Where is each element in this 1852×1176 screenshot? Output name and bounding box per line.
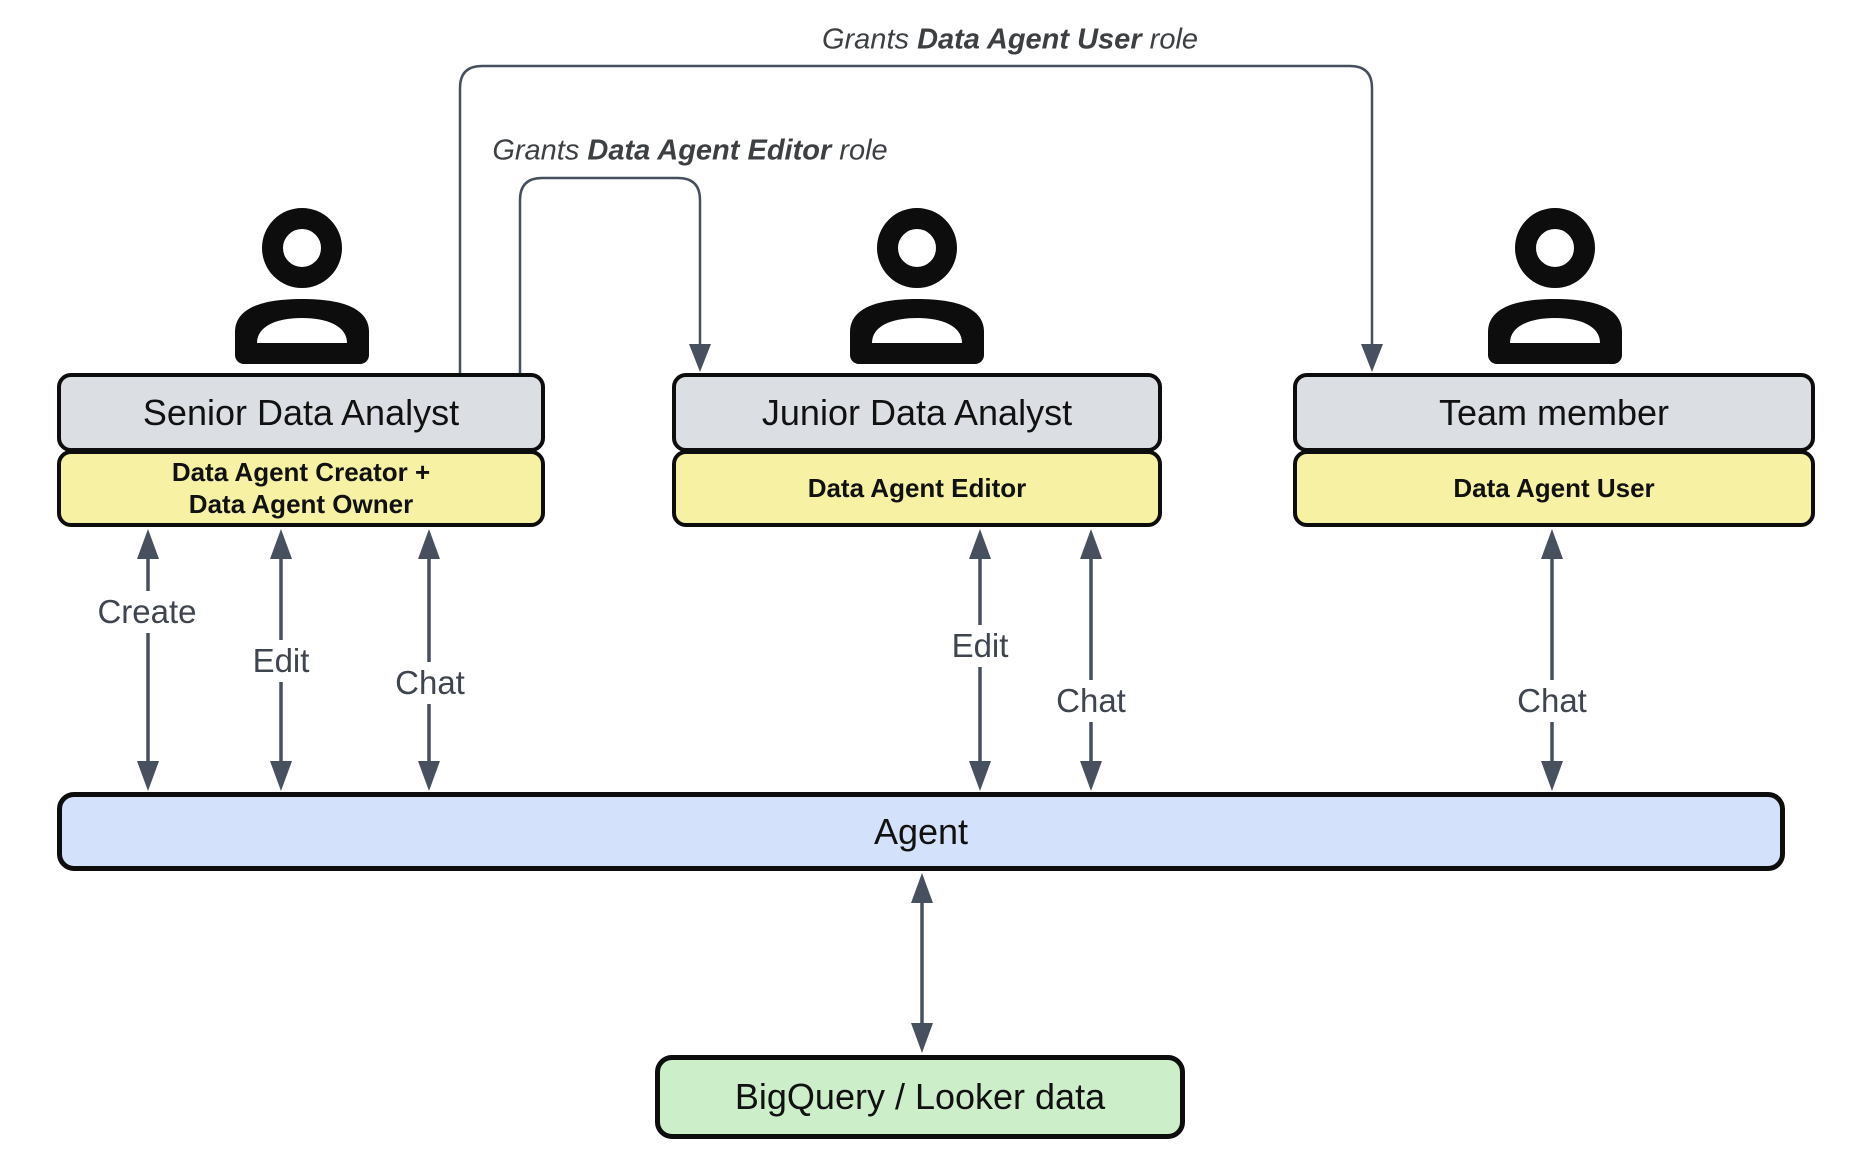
person-icon: [1488, 208, 1622, 364]
actor-senior-data-analyst: Senior Data Analyst Data Agent Creator +…: [57, 373, 545, 527]
edit-label: Edit: [944, 625, 1016, 667]
grant-editor-suffix: role: [831, 134, 888, 167]
agent-datasource-arrow: [911, 873, 933, 1053]
role-badge-line1: Data Agent Creator +: [171, 457, 431, 488]
actor-title-text: Junior Data Analyst: [761, 391, 1073, 433]
create-label: Create: [90, 591, 204, 633]
role-badge: Data Agent User: [1293, 450, 1815, 527]
senior-create-arrow: [137, 529, 159, 791]
person-icon: [850, 208, 984, 364]
agent-label: Agent: [873, 810, 969, 852]
grant-editor-role-name: Data Agent Editor: [587, 134, 832, 167]
grant-user-prefix: Grants: [821, 23, 918, 56]
chat-label: Chat: [388, 662, 472, 704]
chat-label: Chat: [1049, 680, 1133, 722]
junior-chat-arrow: [1080, 529, 1102, 791]
role-badge: Data Agent Editor: [672, 450, 1162, 527]
senior-chat-arrow: [418, 529, 440, 791]
actor-title-text: Team member: [1438, 391, 1670, 433]
actor-junior-data-analyst: Junior Data Analyst Data Agent Editor: [672, 373, 1162, 527]
grant-user-connector: [458, 64, 1383, 373]
grant-user-suffix: role: [1141, 23, 1199, 56]
datasource-label: BigQuery / Looker data: [734, 1076, 1106, 1117]
actor-team-member: Team member Data Agent User: [1293, 373, 1815, 527]
actor-title-text: Senior Data Analyst: [142, 391, 460, 433]
team-chat-arrow: [1541, 529, 1563, 791]
role-badge-line1: Data Agent Editor: [807, 472, 1027, 503]
actor-title: Junior Data Analyst: [672, 373, 1162, 452]
actor-title: Team member: [1293, 373, 1815, 452]
datasource-box: BigQuery / Looker data: [655, 1055, 1185, 1139]
grant-editor-connector: [518, 176, 711, 373]
role-badge-line2: Data Agent Owner: [188, 488, 414, 519]
grant-editor-label: Grants Data Agent Editor role: [488, 134, 892, 168]
grant-user-label: Grants Data Agent User role: [817, 23, 1203, 57]
edit-label: Edit: [245, 640, 317, 682]
role-badge: Data Agent Creator + Data Agent Owner: [57, 450, 545, 527]
role-badge-line1: Data Agent User: [1453, 472, 1655, 503]
agent-box: Agent: [57, 792, 1785, 871]
grant-user-role-name: Data Agent User: [917, 23, 1142, 56]
person-icon: [235, 208, 369, 364]
actor-title: Senior Data Analyst: [57, 373, 545, 452]
grant-editor-prefix: Grants: [492, 134, 588, 167]
chat-label: Chat: [1510, 680, 1594, 722]
